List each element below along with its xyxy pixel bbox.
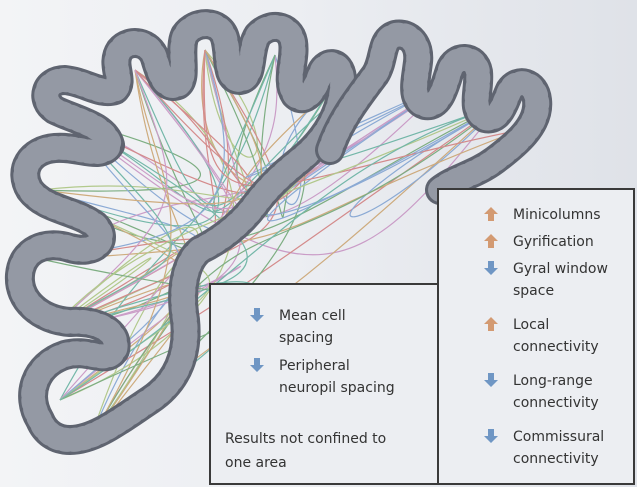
arrow-down-icon <box>483 428 499 444</box>
arrow-down-icon <box>249 307 265 323</box>
right-item-label: Commissural <box>513 426 604 448</box>
right-item-1: Gyrification <box>483 231 594 253</box>
arrow-down-icon <box>483 372 499 388</box>
arrow-up-icon <box>483 206 499 222</box>
right-item-label-cont: connectivity <box>513 336 599 358</box>
center-item-label-cont: spacing <box>279 327 346 349</box>
arrow-up-icon <box>483 316 499 332</box>
center-item-label-cont: neuropil spacing <box>279 377 395 399</box>
arrow-down-icon <box>249 357 265 373</box>
results-note: Results not confined to one area <box>225 427 386 475</box>
results-note-line1: Results not confined to <box>225 427 386 451</box>
right-item-label: Local <box>513 314 599 336</box>
right-item-label-cont: space <box>513 280 608 302</box>
right-item-label-cont: connectivity <box>513 448 604 470</box>
right-item-label-cont: connectivity <box>513 392 599 414</box>
center-item-label: Mean cell <box>279 305 346 327</box>
arrow-up-icon <box>483 233 499 249</box>
right-item-label: Gyral window <box>513 258 608 280</box>
center-item-label: Peripheral <box>279 355 395 377</box>
right-item-0: Minicolumns <box>483 204 601 226</box>
right-item-label: Minicolumns <box>513 204 601 226</box>
arrow-down-icon <box>483 260 499 276</box>
right-item-label: Gyrification <box>513 231 594 253</box>
right-item-label: Long-range <box>513 370 599 392</box>
results-note-line2: one area <box>225 451 386 475</box>
